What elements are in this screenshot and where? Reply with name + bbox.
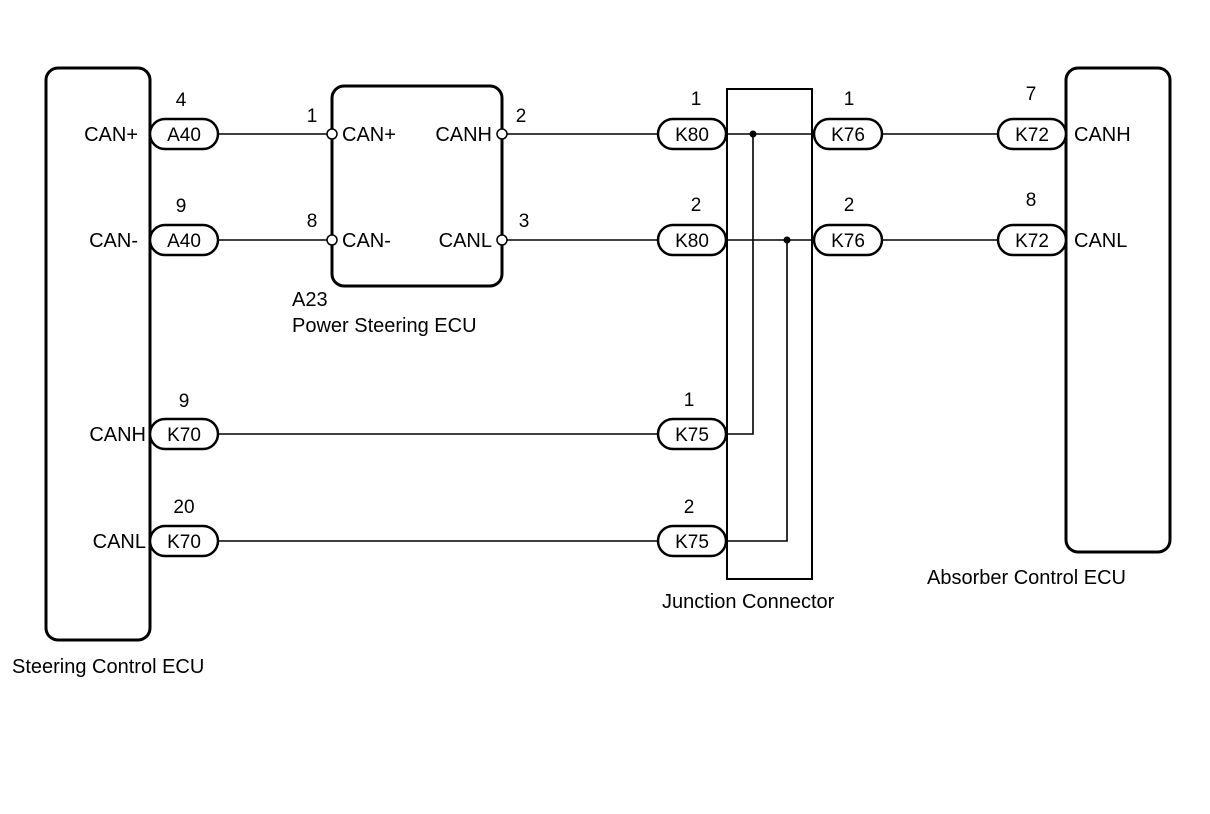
wires [218,133,998,542]
connector-k80-pin1: K80 [656,117,728,151]
splice-point-canl [783,236,791,244]
pin-number: 2 [844,195,855,216]
connector-k75-pin2: K75 [656,524,728,558]
connector-label: K72 [1015,125,1049,146]
absorber-signal-label: CANH [1074,124,1131,146]
pin-number: 1 [844,89,855,110]
connector-k70-canl: K70 [148,524,220,558]
pin-number: 9 [176,196,187,217]
steering-signal-label: CAN- [89,230,138,252]
junction-connector-name: Junction Connector [662,591,835,613]
connector-label: K76 [831,125,865,146]
connector-label: K75 [675,532,709,553]
splice-point-canh [749,130,757,138]
terminal-ps-canh [496,128,508,140]
connector-k76-pin1: K76 [812,117,884,151]
terminal-ps-canl [496,234,508,246]
terminal-ps-can-plus [326,128,338,140]
ps-signal-label: CAN+ [342,124,396,146]
pin-number: 1 [691,89,702,110]
power-steering-ecu-code: A23 [292,289,328,311]
junction-wire-canl-branch [724,240,788,542]
connector-k72-canh: K72 [996,117,1068,151]
steering-signal-label: CANL [93,531,146,553]
pin-number: 9 [179,391,190,412]
pin-number: 3 [519,211,530,232]
junction-connector-box [726,88,813,580]
steering-signal-label: CANH [89,424,146,446]
connector-label: K80 [675,231,709,252]
pin-number: 7 [1026,84,1037,105]
pin-number: 2 [516,106,527,127]
pin-number: 2 [691,195,702,216]
junction-wire-canh-branch [724,134,754,435]
connector-label: K72 [1015,231,1049,252]
pin-number: 8 [1026,190,1037,211]
connector-label: A40 [167,125,201,146]
connector-a40-canminus: A40 [148,223,220,257]
connector-label: K70 [167,425,201,446]
terminal-ps-can-minus [326,234,338,246]
steering-control-ecu-box [44,66,152,642]
pin-number: 1 [307,106,318,127]
pin-number: 2 [684,497,695,518]
ps-signal-label: CANH [435,124,492,146]
power-steering-ecu-box [330,84,504,288]
pin-number: 20 [173,497,194,518]
pin-number: 1 [684,390,695,411]
connector-a40-canplus: A40 [148,117,220,151]
ps-signal-label: CANL [439,230,492,252]
pin-number: 4 [176,90,187,111]
absorber-control-ecu-name: Absorber Control ECU [927,567,1126,589]
connector-k76-pin2: K76 [812,223,884,257]
connector-k70-canh: K70 [148,417,220,451]
connector-k72-canl: K72 [996,223,1068,257]
connector-label: A40 [167,231,201,252]
connector-label: K70 [167,532,201,553]
connector-k80-pin2: K80 [656,223,728,257]
ps-signal-label: CAN- [342,230,391,252]
connector-label: K80 [675,125,709,146]
steering-control-ecu-name: Steering Control ECU [12,656,204,678]
steering-signal-label: CAN+ [84,124,138,146]
junction-internal-wiring [724,130,816,542]
connector-label: K75 [675,425,709,446]
connector-label: K76 [831,231,865,252]
power-steering-ecu-name: Power Steering ECU [292,315,477,337]
pin-number: 8 [307,211,318,232]
absorber-signal-label: CANL [1074,230,1127,252]
absorber-control-ecu-box [1064,66,1172,554]
connector-k75-pin1: K75 [656,417,728,451]
